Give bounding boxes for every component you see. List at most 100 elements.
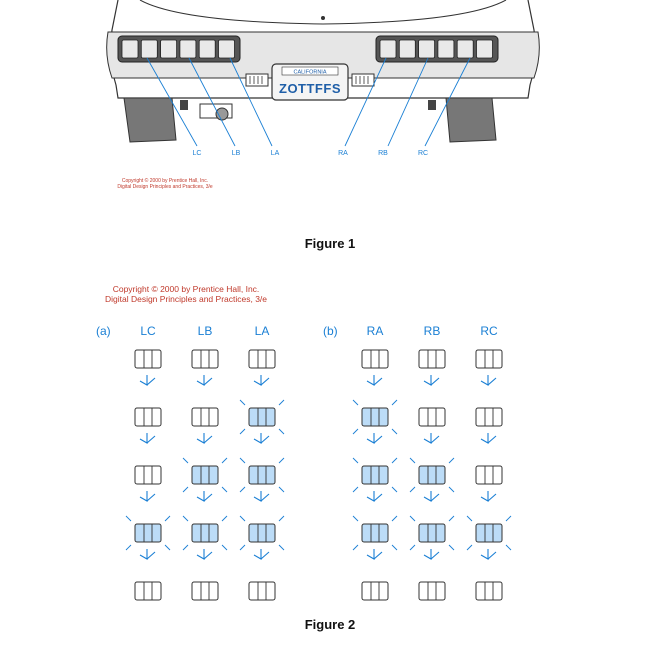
down-arrow-icon <box>366 375 383 386</box>
lamp-rc-step-2 <box>475 407 503 427</box>
figure1-copyright-line1: Copyright © 2000 by Prentice Hall, Inc. <box>121 178 209 184</box>
down-arrow-icon <box>423 375 440 386</box>
down-arrow-icon <box>196 549 213 560</box>
figure2-copyright-line1: Copyright © 2000 by Prentice Hall, Inc. <box>112 284 260 294</box>
down-arrow-icon <box>196 491 213 502</box>
down-arrow-icon <box>366 433 383 444</box>
taillight-segment <box>379 39 397 59</box>
taillight-segment <box>476 39 493 59</box>
down-arrow-icon <box>423 549 440 560</box>
lamp-rb-step-5 <box>418 581 446 601</box>
lamp-lb-step-2 <box>191 407 219 427</box>
figure2-copyright: Copyright © 2000 by Prentice Hall, Inc. … <box>96 284 276 304</box>
lamp-lb-step-4 <box>182 515 228 551</box>
left-bracket <box>180 100 188 110</box>
lamp-lc-step-4 <box>125 515 171 551</box>
lamp-label-lc: LC <box>193 150 202 157</box>
figure1-copyright: Copyright © 2000 by Prentice Hall, Inc. … <box>100 178 230 190</box>
left-lamps <box>121 39 235 59</box>
lamp-label-rb: RB <box>378 150 388 157</box>
lamp-rc-step-5 <box>475 581 503 601</box>
lamp-rc-step-1 <box>475 349 503 369</box>
column-label-rb: RB <box>424 324 441 338</box>
figure1-copyright-line2: Digital Design Principles and Practices,… <box>117 184 213 190</box>
down-arrow-icon <box>366 491 383 502</box>
figure1-caption: Figure 1 <box>304 236 356 251</box>
taillight-segment <box>179 39 197 59</box>
label-pointer-lines <box>146 57 471 147</box>
down-arrow-icon <box>423 491 440 502</box>
lamp-rb-step-1 <box>418 349 446 369</box>
lamp-lc-step-2 <box>134 407 162 427</box>
lamp-label-la: LA <box>271 150 280 157</box>
taillight-segment <box>140 39 158 59</box>
lamp-labels: LC LB LA RA RB RC <box>193 150 429 157</box>
plate-state: CALIFORNIA <box>293 70 326 76</box>
column-label-rc: RC <box>480 324 498 338</box>
left-mud-flap <box>123 97 177 143</box>
right-bracket <box>428 100 436 110</box>
figure2-copyright-line2: Digital Design Principles and Practices,… <box>104 294 268 304</box>
right-lamps <box>379 39 493 59</box>
lamp-la-step-3 <box>239 457 285 493</box>
down-arrow-icon <box>196 433 213 444</box>
down-arrow-icon <box>423 433 440 444</box>
lamp-rb-step-3 <box>409 457 455 493</box>
taillight-segment <box>218 39 235 59</box>
down-arrow-icon <box>253 433 270 444</box>
lamp-lb-step-3 <box>182 457 228 493</box>
down-arrow-icon <box>139 375 156 386</box>
lamp-la-step-5 <box>248 581 276 601</box>
lamp-ra-step-5 <box>361 581 389 601</box>
figure2-sequence-diagram: (a) LC LB LA (b) RA RB RC <box>96 324 512 601</box>
taillight-segment <box>418 39 436 59</box>
column-label-ra: RA <box>367 324 384 338</box>
lamp-label-lb: LB <box>232 150 241 157</box>
lamp-ra-step-2 <box>352 399 398 435</box>
lamp-lb-step-5 <box>191 581 219 601</box>
down-arrow-icon <box>139 433 156 444</box>
column-label-la: LA <box>255 324 270 338</box>
lamp-rb-step-2 <box>418 407 446 427</box>
lamp-grid <box>125 349 512 601</box>
left-reflector <box>245 73 269 87</box>
lamp-ra-step-1 <box>361 349 389 369</box>
down-arrow-icon <box>139 549 156 560</box>
panel-b-tag: (b) <box>323 324 338 338</box>
lamp-rc-step-3 <box>475 465 503 485</box>
down-arrow-icon <box>196 375 213 386</box>
taillight-segment <box>398 39 416 59</box>
taillight-segment <box>121 39 139 59</box>
figure1-car-drawing: CALIFORNIA ZOTTFFS LC LB LA RA RB RC <box>106 0 540 157</box>
lamp-rc-step-4 <box>466 515 512 551</box>
lamp-lc-step-1 <box>134 349 162 369</box>
down-arrow-icon <box>253 375 270 386</box>
trunk-lock <box>321 16 325 20</box>
down-arrow-icon <box>480 433 497 444</box>
taillight-segment <box>198 39 216 59</box>
taillight-segment <box>437 39 455 59</box>
down-arrow-icon <box>253 491 270 502</box>
right-reflector <box>351 73 375 87</box>
column-label-lb: LB <box>198 324 213 338</box>
lamp-la-step-1 <box>248 349 276 369</box>
exhaust-pipe <box>215 107 229 121</box>
lamp-lc-step-5 <box>134 581 162 601</box>
lamp-ra-step-3 <box>352 457 398 493</box>
lamp-rb-step-4 <box>409 515 455 551</box>
down-arrow-icon <box>253 549 270 560</box>
panel-a-tag: (a) <box>96 324 111 338</box>
down-arrow-icon <box>139 491 156 502</box>
right-mud-flap <box>445 97 497 143</box>
lamp-lc-step-3 <box>134 465 162 485</box>
down-arrow-icon <box>480 491 497 502</box>
lamp-label-ra: RA <box>338 150 348 157</box>
down-arrow-icon <box>480 549 497 560</box>
lamp-label-rc: RC <box>418 150 428 157</box>
lamp-lb-step-1 <box>191 349 219 369</box>
taillight-segment <box>456 39 474 59</box>
down-arrow-icon <box>480 375 497 386</box>
plate-number: ZOTTFFS <box>279 81 341 96</box>
down-arrow-icon <box>366 549 383 560</box>
